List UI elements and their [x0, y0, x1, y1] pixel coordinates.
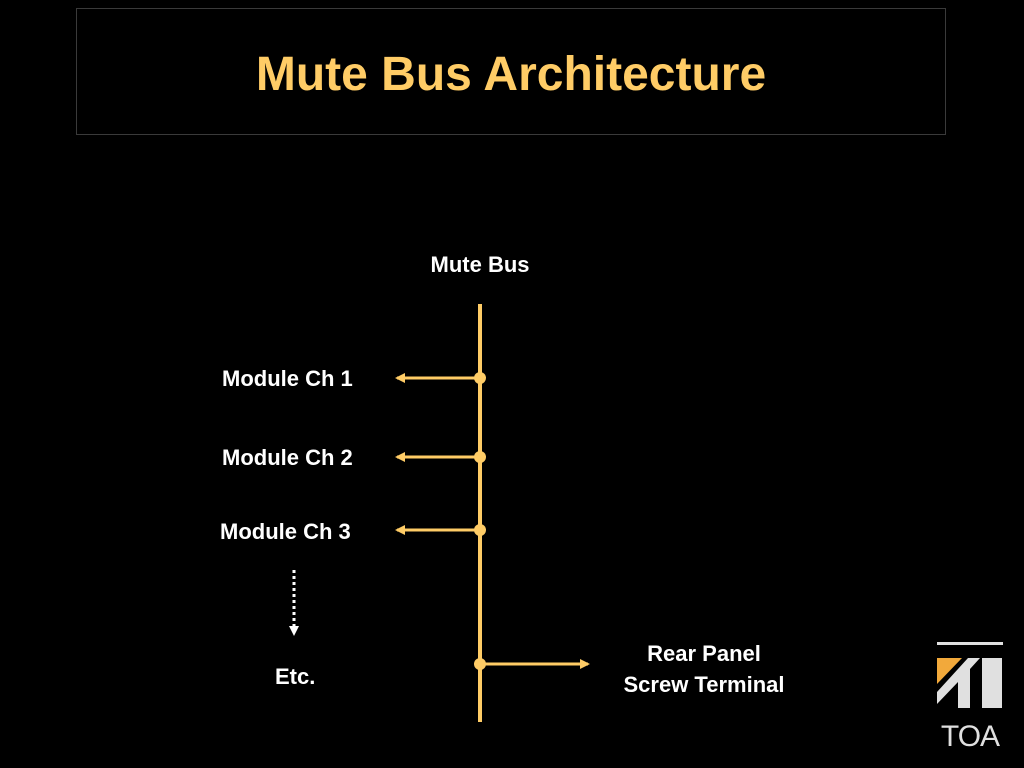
rear-panel-line1: Rear Panel: [647, 641, 761, 666]
mute-bus-label: Mute Bus: [430, 252, 530, 277]
slide-title: Mute Bus Architecture: [255, 48, 767, 101]
module-ch3-label: Module Ch 3: [220, 519, 351, 544]
module-ch1-label: Module Ch 1: [222, 366, 353, 391]
title-frame: Mute Bus Architecture: [76, 8, 946, 135]
toa-logo-icon: [937, 642, 1003, 708]
etc-label: Etc.: [275, 664, 316, 689]
rear-panel-line2: Screw Terminal: [623, 672, 785, 697]
module-ch2-label: Module Ch 2: [222, 445, 353, 470]
rear-panel-label: Rear Panel Screw Terminal: [600, 638, 808, 700]
output-junction: [474, 658, 486, 670]
module-ch2-junction: [474, 451, 486, 463]
module-ch1-junction: [474, 372, 486, 384]
toa-logo-text: TOA: [940, 720, 1000, 753]
module-ch3-junction: [474, 524, 486, 536]
